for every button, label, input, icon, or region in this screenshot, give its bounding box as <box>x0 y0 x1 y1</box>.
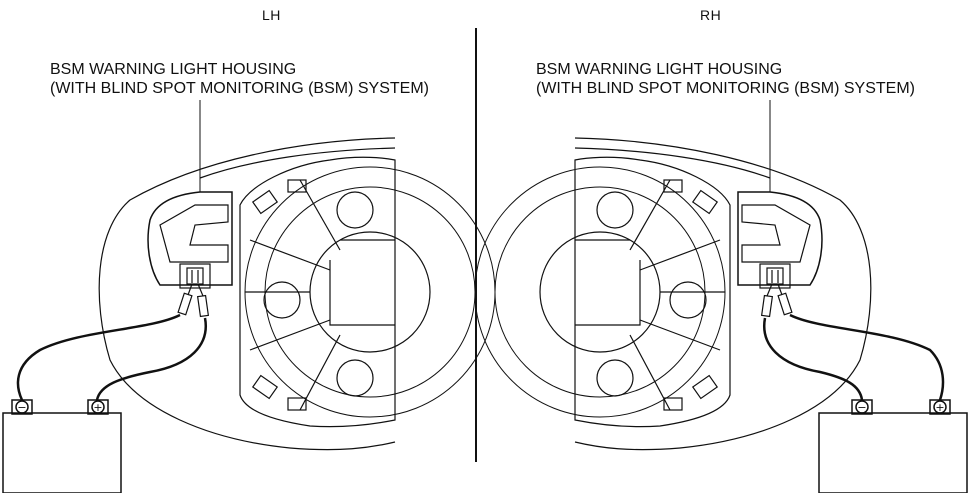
rh-label: RH <box>700 7 722 23</box>
rh-mirror-housing <box>574 137 872 451</box>
rh-test-probes <box>760 283 793 318</box>
lh-positive-terminal: + <box>93 401 102 414</box>
rh-callout-line1: BSM WARNING LIGHT HOUSING <box>536 61 783 78</box>
lh-mirror-assembly <box>16 100 496 451</box>
rh-negative-terminal: − <box>857 401 866 414</box>
lh-mirror-housing <box>98 137 396 451</box>
lh-positive-wire <box>95 317 207 401</box>
rh-mounting-plate <box>474 156 731 428</box>
rh-negative-wire <box>763 317 864 401</box>
rh-bsm-light-housing <box>737 191 823 289</box>
lh-bsm-light-housing <box>147 191 233 289</box>
rh-positive-terminal: + <box>935 401 944 414</box>
lh-mounting-plate <box>239 156 496 428</box>
rh-mirror-assembly <box>474 100 945 451</box>
lh-callout: BSM WARNING LIGHT HOUSING (WITH BLIND SP… <box>50 60 429 98</box>
lh-test-probes <box>177 283 210 318</box>
lh-negative-terminal: − <box>17 401 26 414</box>
rh-callout: BSM WARNING LIGHT HOUSING (WITH BLIND SP… <box>536 60 915 98</box>
lh-negative-wire <box>16 313 181 401</box>
rh-callout-line2: (WITH BLIND SPOT MONITORING (BSM) SYSTEM… <box>536 80 915 97</box>
lh-callout-line2: (WITH BLIND SPOT MONITORING (BSM) SYSTEM… <box>50 80 429 97</box>
lh-label: LH <box>262 7 281 23</box>
lh-battery: − + <box>2 399 122 493</box>
rh-positive-wire <box>789 313 945 401</box>
lh-callout-line1: BSM WARNING LIGHT HOUSING <box>50 61 297 78</box>
rh-battery-body <box>818 399 968 493</box>
